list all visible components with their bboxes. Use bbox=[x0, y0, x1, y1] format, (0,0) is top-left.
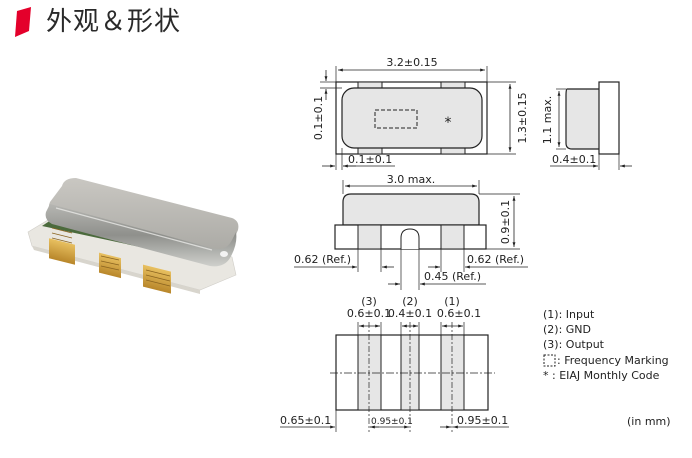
front-right-ref-dim: 0.62 (Ref.) bbox=[467, 253, 524, 266]
red-accent-mark-icon bbox=[15, 7, 31, 37]
front-width-dim: 3.0 max. bbox=[387, 173, 435, 186]
top-bottom-offset-dim: 0.1±0.1 bbox=[348, 153, 392, 166]
section-header: 外观＆形状 bbox=[0, 0, 692, 48]
terminal-2-width: 0.4±0.1 bbox=[388, 307, 432, 320]
front-height-dim: 0.9±0.1 bbox=[499, 200, 512, 244]
front-left-ref-dim: 0.62 (Ref.) bbox=[294, 253, 351, 266]
top-width-dim: 3.2±0.15 bbox=[386, 56, 437, 69]
bottom-view bbox=[280, 322, 509, 432]
legend-item-output: (3): Output bbox=[543, 338, 605, 351]
terminal-3-id: (3) bbox=[361, 295, 377, 308]
end-side-view bbox=[550, 81, 632, 170]
bottom-pitch-dim-1: 0.95±0.1 bbox=[371, 417, 413, 427]
legend-item-eiaj-code: * : EIAJ Monthly Code bbox=[543, 369, 660, 382]
bottom-left-edge-dim: 0.65±0.1 bbox=[280, 414, 331, 427]
front-center-ref-dim: 0.45 (Ref.) bbox=[424, 270, 481, 283]
terminal-3-width: 0.6±0.1 bbox=[347, 307, 391, 320]
top-height-dim: 1.3±0.15 bbox=[516, 92, 529, 143]
top-left-offset-dim: 0.1±0.1 bbox=[312, 96, 325, 140]
bottom-pitch-dim-2: 0.95±0.1 bbox=[457, 414, 508, 427]
terminal-1-id: (1) bbox=[444, 295, 460, 308]
legend-item-frequency-marking: : Frequency Marking bbox=[557, 354, 669, 367]
end-height-dim: 1.1 max. bbox=[541, 96, 554, 144]
legend-item-input: (1): Input bbox=[543, 308, 595, 321]
top-view bbox=[320, 66, 516, 170]
legend: (1): Input (2): GND (3): Output : Freque… bbox=[543, 308, 671, 428]
terminal-1-width: 0.6±0.1 bbox=[437, 307, 481, 320]
front-view bbox=[294, 180, 528, 290]
eiaj-marking-symbol: * bbox=[445, 115, 452, 131]
unit-note: (in mm) bbox=[627, 415, 671, 428]
page-title: 外观＆形状 bbox=[46, 7, 182, 37]
dashed-box-icon bbox=[543, 354, 556, 367]
terminal-2-id: (2) bbox=[402, 295, 418, 308]
legend-item-gnd: (2): GND bbox=[543, 323, 591, 336]
end-depth-dim: 0.4±0.1 bbox=[552, 153, 596, 166]
